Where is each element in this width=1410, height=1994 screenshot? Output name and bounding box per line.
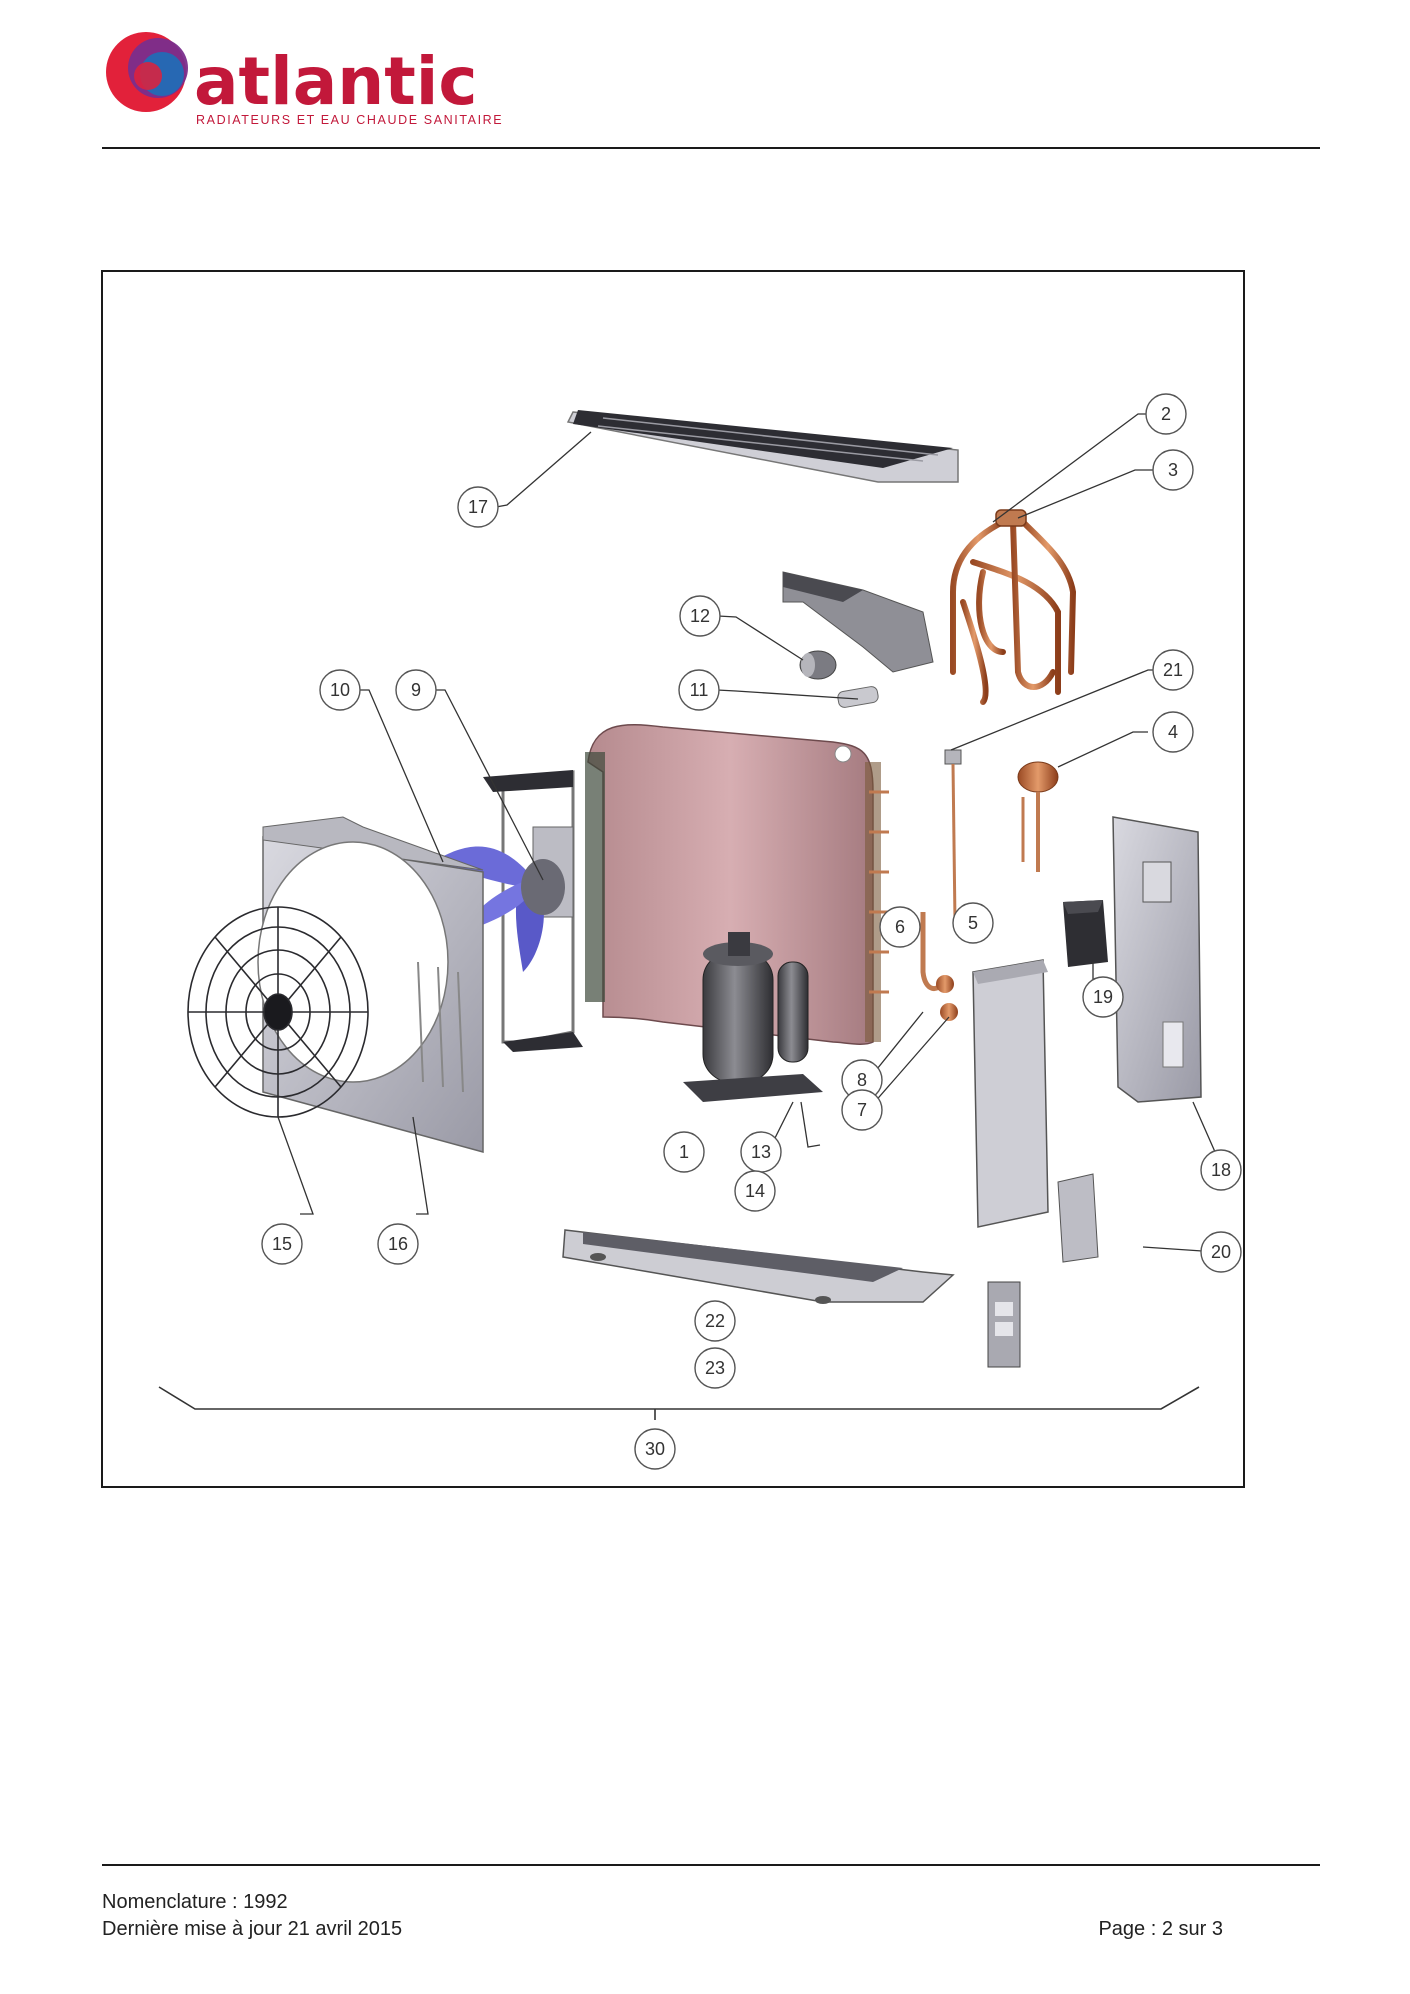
logo-mark-icon xyxy=(106,32,188,112)
callout-label: 8 xyxy=(857,1070,867,1090)
top-cover-part xyxy=(566,410,959,483)
callout-22: 22 xyxy=(694,1300,736,1342)
callout-label: 18 xyxy=(1211,1160,1231,1180)
assembly-bracket-line xyxy=(158,1386,1200,1410)
callout-4: 4 xyxy=(1152,711,1194,753)
four-way-valve-piping xyxy=(950,509,1077,705)
callout-8: 8 xyxy=(841,1059,883,1101)
callout-label: 13 xyxy=(751,1142,771,1162)
callout-label: 4 xyxy=(1168,722,1178,742)
header-divider xyxy=(102,147,1320,149)
compressor-part xyxy=(683,932,823,1102)
nomenclature-label: Nomenclature : 1992 xyxy=(102,1891,288,1913)
callout-11: 11 xyxy=(678,669,720,711)
callout-2: 2 xyxy=(1145,393,1187,435)
callout-5: 5 xyxy=(952,902,994,944)
atlantic-logo: atlantic RADIATEURS ET EAU CHAUDE SANITA… xyxy=(96,28,516,132)
callout-7: 7 xyxy=(841,1089,883,1131)
base-plate-part xyxy=(562,1229,955,1304)
callout-label: 17 xyxy=(468,497,488,517)
callout-23: 23 xyxy=(694,1347,736,1389)
control-box-part xyxy=(1063,900,1108,967)
callout-14: 14 xyxy=(734,1170,776,1212)
callout-21: 21 xyxy=(1152,649,1194,691)
callout-1: 1 xyxy=(663,1131,705,1173)
callout-label: 14 xyxy=(745,1181,765,1201)
callout-label: 5 xyxy=(968,913,978,933)
expansion-valve-part xyxy=(944,749,1059,923)
fan-grille-part xyxy=(187,906,369,1118)
callout-label: 22 xyxy=(705,1311,725,1331)
small-motor-part xyxy=(799,650,837,680)
front-panel-part xyxy=(257,816,484,1153)
footer-divider xyxy=(102,1864,1320,1866)
callout-15: 15 xyxy=(261,1223,303,1265)
callout-9: 9 xyxy=(395,669,437,711)
callout-6: 6 xyxy=(879,906,921,948)
callout-label: 9 xyxy=(411,680,421,700)
right-front-panel-part xyxy=(972,959,1049,1228)
callout-label: 30 xyxy=(645,1439,665,1459)
callout-16: 16 xyxy=(377,1223,419,1265)
electrical-box-bracket xyxy=(782,571,934,673)
brand-name: atlantic xyxy=(194,43,478,120)
callout-13: 13 xyxy=(740,1131,782,1173)
callout-label: 21 xyxy=(1163,660,1183,680)
service-valves-part xyxy=(920,912,958,1021)
callout-18: 18 xyxy=(1200,1149,1242,1191)
terminal-plate-part xyxy=(987,1281,1021,1368)
callout-label: 2 xyxy=(1161,404,1171,424)
last-update-label: Dernière mise à jour 21 avril 2015 xyxy=(102,1918,403,1940)
callout-label: 3 xyxy=(1168,460,1178,480)
capacitor-part xyxy=(837,686,879,708)
valve-cover-part xyxy=(1057,1173,1099,1263)
callout-label: 10 xyxy=(330,680,350,700)
page-number: Page : 2 sur 3 xyxy=(1098,1918,1223,1940)
callout-12: 12 xyxy=(679,595,721,637)
callout-label: 23 xyxy=(705,1358,725,1378)
callout-label: 1 xyxy=(679,1142,689,1162)
callout-label: 11 xyxy=(690,680,709,700)
callout-17: 17 xyxy=(457,486,499,528)
callout-label: 7 xyxy=(857,1100,867,1120)
brand-tagline: RADIATEURS ET EAU CHAUDE SANITAIRE xyxy=(196,113,503,127)
side-panel-part xyxy=(1112,816,1202,1103)
callout-19: 19 xyxy=(1082,976,1124,1018)
callout-10: 10 xyxy=(319,669,361,711)
callout-label: 15 xyxy=(272,1234,292,1254)
callout-20: 20 xyxy=(1200,1231,1242,1273)
callout-30: 30 xyxy=(634,1428,676,1470)
callout-label: 20 xyxy=(1211,1242,1231,1262)
callout-label: 16 xyxy=(388,1234,408,1254)
callout-label: 6 xyxy=(895,917,905,937)
callout-3: 3 xyxy=(1152,449,1194,491)
callout-label: 19 xyxy=(1093,987,1113,1007)
callout-label: 12 xyxy=(690,606,710,626)
